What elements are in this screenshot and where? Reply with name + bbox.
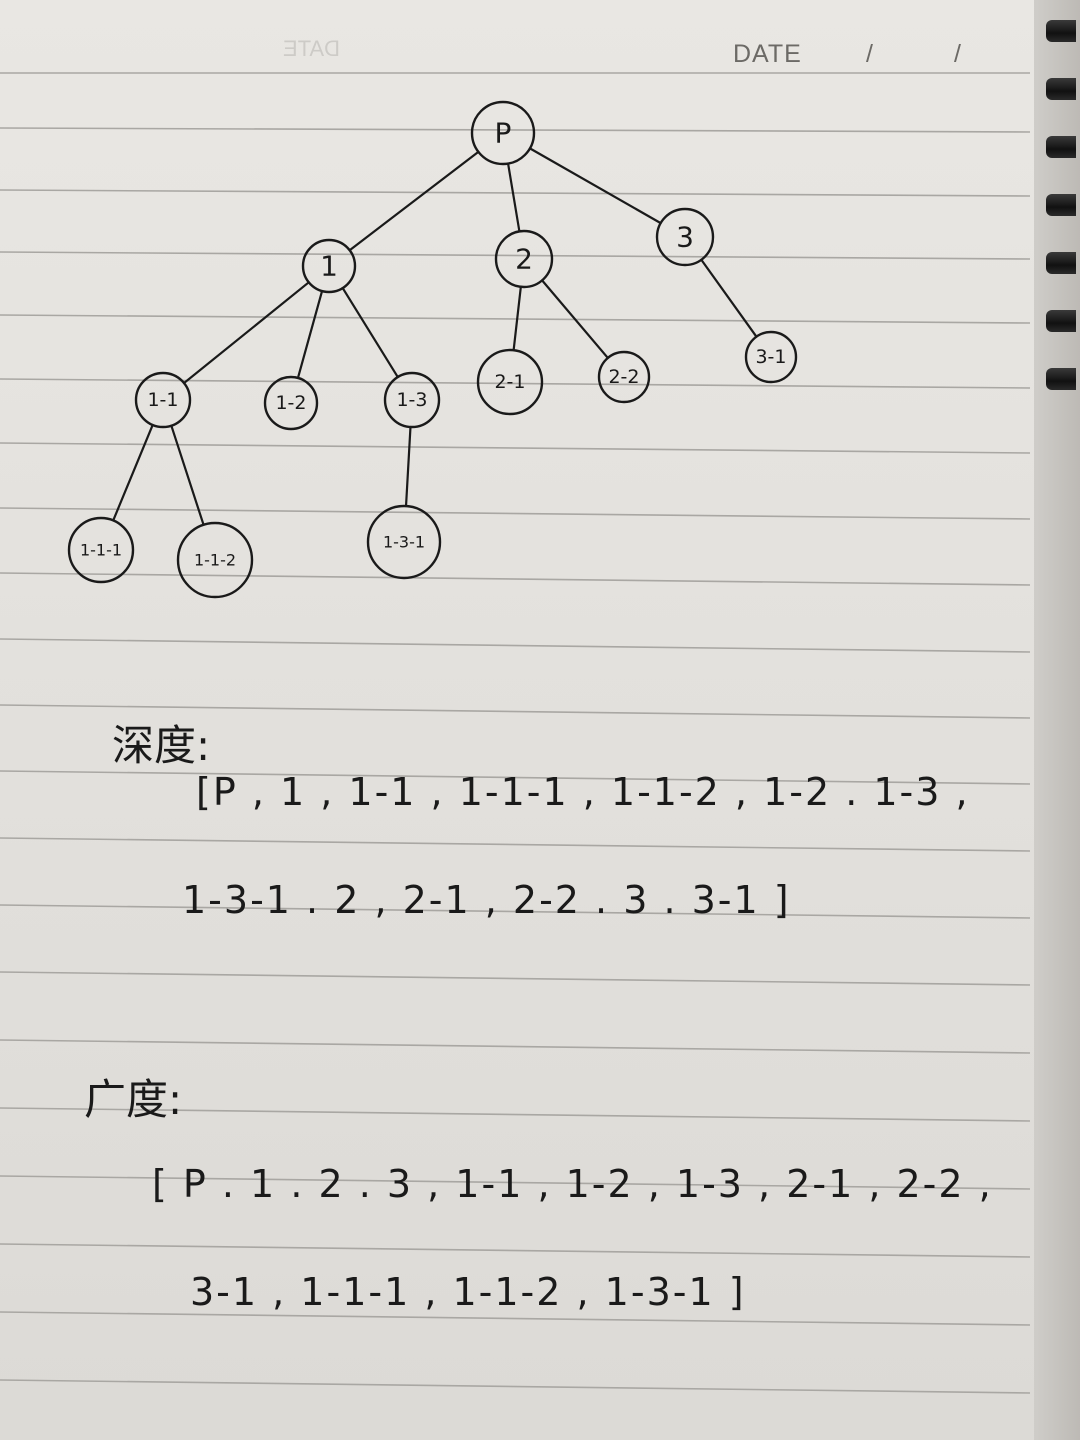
tree-node: 1-1-1 [67,516,135,584]
tree-edge [506,162,521,233]
date-separator: / [866,40,873,68]
tree-node-circle [476,348,544,416]
tree-edge [541,279,609,360]
tree-node-circle [597,350,651,404]
tree-node-circle [470,100,536,166]
tree-node-circle [176,521,254,599]
breadth-first-sequence-line-2: 3-1 , 1-1-1 , 1-1-2 , 1-3-1 ] [190,1270,746,1314]
tree-node-circle [383,371,441,429]
binding-ring [1046,78,1076,100]
binding-ring [1046,368,1076,390]
binding-ring [1046,20,1076,42]
spiral-binding [1034,0,1080,1440]
breadth-first-heading: 广度: [84,1075,183,1124]
tree-node-label: P [495,117,512,150]
tree-node-label: 1-2 [275,392,306,414]
tree-node: 2-1 [476,348,544,416]
breadth-first-sequence-line-1: [ P . 1 . 2 . 3 , 1-1 , 1-2 , 1-3 , 2-1 … [152,1162,993,1206]
depth-first-heading: 深度: [112,721,211,770]
tree-node: 1 [301,238,357,294]
tree-node-label: 2 [515,243,533,276]
tree-edge [182,281,310,385]
date-separator: / [954,40,961,68]
tree-node: 1-1 [134,371,192,429]
binding-ring [1046,194,1076,216]
tree-node-circle [67,516,135,584]
tree-node: P [470,100,536,166]
tree-node-label: 3 [676,221,694,254]
tree-node: 1-1-2 [176,521,254,599]
tree-node-label: 3-1 [755,346,786,368]
tree-node: 3 [655,207,715,267]
tree-edge [512,285,522,352]
tree-node-circle [744,330,798,384]
tree-edges [112,147,758,526]
tree-node: 1-3 [383,371,441,429]
tree-edge [170,424,205,526]
binding-ring [1046,310,1076,332]
tree-edge [348,150,480,252]
tree-node-label: 2-2 [608,366,639,388]
tree-edge [404,425,412,508]
tree-edge [296,289,324,380]
tree-node: 1-3-1 [366,504,442,580]
tree-node-circle [655,207,715,267]
depth-first-sequence-line-1: [P , 1 , 1-1 , 1-1-1 , 1-1-2 , 1-2 . 1-3… [196,770,970,814]
tree-node: 2-2 [597,350,651,404]
tree-node: 2 [494,229,554,289]
binding-ring [1046,252,1076,274]
tree-node: 1-2 [263,375,319,431]
tree-node-label: 1 [320,250,338,283]
tree-node-label: 2-1 [494,371,525,393]
tree-node-label: 1-3 [396,389,427,411]
tree-node-label: 1-1-2 [194,551,236,570]
tree-node-circle [494,229,554,289]
tree-node-label: 1-3-1 [383,533,425,552]
depth-first-sequence-line-2: 1-3-1 . 2 , 2-1 , 2-2 . 3 . 3-1 ] [182,878,791,922]
tree-node-label: 1-1-1 [80,541,122,560]
date-label: DATE [733,40,802,68]
tree-edge [112,423,154,522]
tree-edge [341,287,399,379]
tree-node-label: 1-1 [147,389,178,411]
tree-edge [528,147,662,225]
tree-node-circle [134,371,192,429]
tree-node-circle [263,375,319,431]
tree-node-circle [366,504,442,580]
tree-edge [700,258,758,338]
tree-node: 3-1 [744,330,798,384]
binding-ring [1046,136,1076,158]
tree-node-circle [301,238,357,294]
